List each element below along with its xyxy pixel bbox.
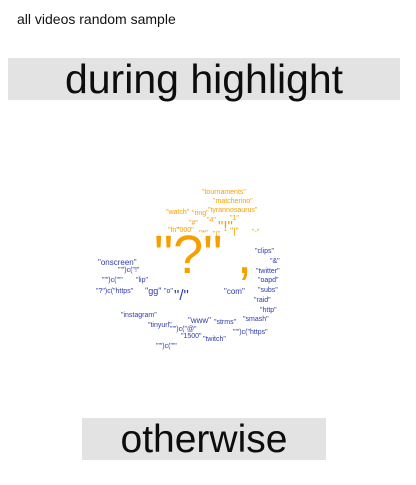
word-lip: "lip"	[136, 277, 148, 284]
word-open-paren: "("	[213, 231, 221, 238]
word-000: "000"	[177, 227, 194, 234]
word-tyrannosaurus: "tyrannosaurus"	[208, 207, 258, 214]
word-slash: "/"	[174, 287, 189, 304]
word-com: "com"	[224, 287, 245, 296]
word-clips: "clips"	[255, 248, 274, 255]
word-smash: "smash"	[243, 316, 269, 323]
word-dash: "-"	[252, 229, 260, 236]
word-comma: ,	[237, 225, 252, 285]
word-www: "www"	[188, 316, 211, 325]
word-fn: "fn"	[168, 227, 179, 234]
word-matcherino: "matcherino"	[213, 198, 253, 205]
word-oapd: "oapd"	[258, 277, 279, 284]
word-onscreen: "onscreen"	[98, 258, 137, 267]
word-at: "'")c("@"	[170, 326, 197, 333]
word-cloud: "?" , "tournaments" "matcherino" "tyrann…	[96, 189, 280, 350]
word-o: "o"	[164, 288, 173, 295]
word-pipe: "|"	[230, 226, 239, 236]
word-watch: "watch"	[166, 209, 190, 216]
word-paren-bang: "'")c("!"	[118, 267, 140, 274]
word-twitter: "twitter"	[256, 268, 280, 275]
word-hash: "#"	[189, 220, 198, 227]
word-1500: "1500"	[181, 333, 202, 340]
word-question-mark: "?"	[154, 225, 222, 285]
word-paren-quote-2: "'")c("'"	[156, 343, 177, 350]
word-tinyurl: "tinyurl"	[148, 322, 172, 329]
word-https-2: "'")c("https"	[233, 329, 268, 336]
word-star: "*"	[199, 229, 208, 238]
word-twitch: "twitch"	[203, 336, 226, 343]
word-tournaments: "tournaments"	[202, 189, 246, 196]
page-title: all videos random sample	[17, 11, 176, 27]
word-gg: "gg"	[145, 286, 161, 296]
word-strms: "strms"	[214, 319, 237, 326]
word-https-1: "?")c("https"	[96, 288, 134, 295]
during-highlight-heading: during highlight	[8, 58, 400, 100]
word-ring: "ring"	[192, 210, 209, 217]
word-one: "1"	[230, 215, 239, 222]
word-raid: "raid"	[254, 297, 271, 304]
word-ampersand: "&"	[270, 258, 280, 265]
word-exclamation: "!"	[218, 218, 233, 235]
word-paren-quote: "'")c("'"	[102, 277, 123, 284]
word-four: "4"	[207, 217, 216, 224]
word-http: "http"	[260, 307, 277, 314]
word-subs: "subs"	[258, 287, 278, 294]
otherwise-heading: otherwise	[82, 418, 326, 460]
word-instagram: "instagram"	[121, 312, 157, 319]
